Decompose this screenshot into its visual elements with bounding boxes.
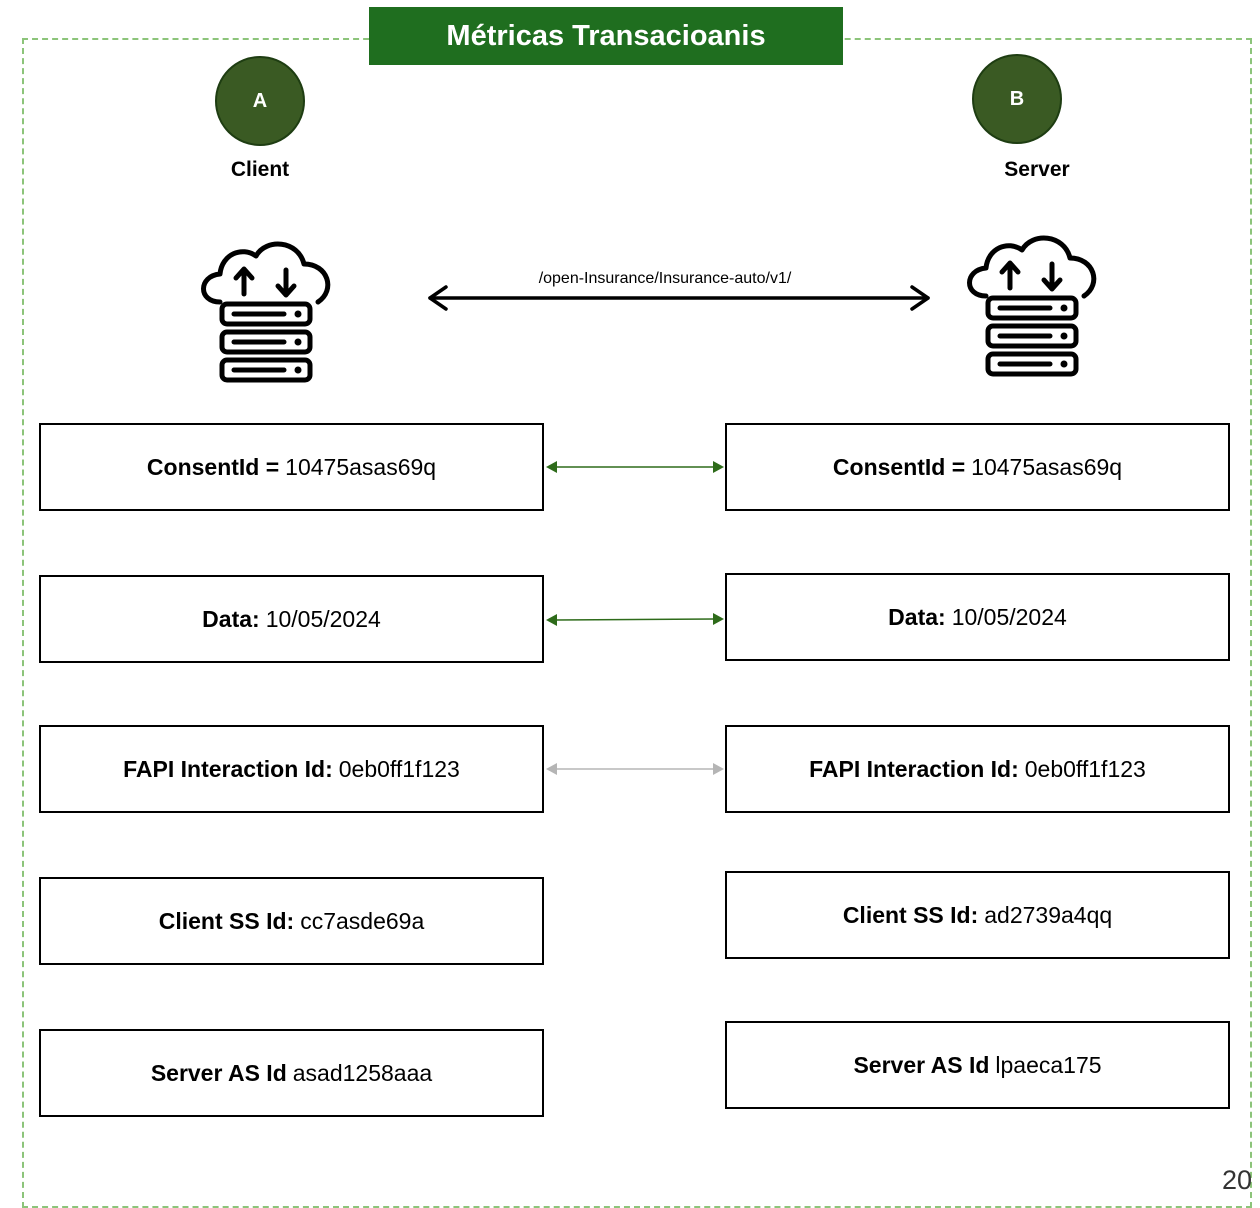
client-date-key: Data: [202, 605, 260, 632]
server-date-box: Data: 10/05/2024 [725, 573, 1230, 661]
server-date-key: Data: [888, 603, 946, 630]
endpoint-label: /open-Insurance/Insurance-auto/v1/ [538, 270, 792, 287]
server-cloud-server-icon [967, 235, 1097, 377]
client-consent-key: ConsentId = [146, 453, 280, 480]
server-consent-value: 10475asas69q [971, 453, 1123, 480]
server-consent-key: ConsentId = [832, 453, 966, 480]
client-consent-value: 10475asas69q [285, 453, 437, 480]
server-asid-value: lpaeca175 [995, 1051, 1102, 1078]
page-number: 20 [1222, 1165, 1253, 1195]
client-fapi-value: 0eb0ff1f123 [338, 755, 460, 782]
client-ssid-value: cc7asde69a [300, 907, 425, 934]
fapi-link-right-head [713, 763, 724, 775]
diagram-title: Métricas Transacioanis [369, 7, 843, 65]
server-ssid-box: Client SS Id: ad2739a4qq [725, 871, 1230, 959]
client-date-value: 10/05/2024 [265, 605, 381, 632]
date-link-left-head [546, 614, 557, 626]
client-ssid-key: Client SS Id: [158, 907, 295, 934]
server-fapi-value: 0eb0ff1f123 [1024, 755, 1146, 782]
server-consent-box: ConsentId = 10475asas69q [725, 423, 1230, 511]
fapi-link-arrow [546, 763, 724, 775]
consent-link-right-head [713, 461, 724, 473]
consent-link-left-head [546, 461, 557, 473]
server-ssid-key: Client SS Id: [842, 901, 979, 928]
client-ssid-box: Client SS Id: cc7asde69a [39, 877, 544, 965]
date-link-line [555, 618, 715, 621]
client-asid-value: asad1258aaa [292, 1059, 433, 1086]
server-asid-box: Server AS Id lpaeca175 [725, 1021, 1230, 1109]
client-date-box: Data: 10/05/2024 [39, 575, 544, 663]
client-fapi-box: FAPI Interaction Id: 0eb0ff1f123 [39, 725, 544, 813]
endpoint-arrow [428, 285, 930, 311]
date-link-arrow [546, 613, 724, 626]
server-ssid-value: ad2739a4qq [984, 901, 1113, 928]
date-link-right-head [713, 613, 724, 625]
client-asid-key: Server AS Id [150, 1059, 287, 1086]
server-node-letter: B [1009, 87, 1025, 110]
client-fapi-key: FAPI Interaction Id: [123, 755, 333, 782]
server-label: Server [1004, 158, 1070, 181]
client-label: Client [230, 158, 290, 181]
client-node-letter: A [252, 89, 268, 112]
server-date-value: 10/05/2024 [951, 603, 1067, 630]
client-consent-box: ConsentId = 10475asas69q [39, 423, 544, 511]
client-node-circle: A [215, 56, 305, 146]
server-fapi-key: FAPI Interaction Id: [809, 755, 1019, 782]
server-asid-key: Server AS Id [853, 1051, 990, 1078]
server-fapi-box: FAPI Interaction Id: 0eb0ff1f123 [725, 725, 1230, 813]
client-cloud-server-icon [201, 241, 331, 383]
server-node-circle: B [972, 54, 1062, 144]
consent-link-arrow [546, 461, 724, 473]
client-asid-box: Server AS Id asad1258aaa [39, 1029, 544, 1117]
fapi-link-left-head [546, 763, 557, 775]
